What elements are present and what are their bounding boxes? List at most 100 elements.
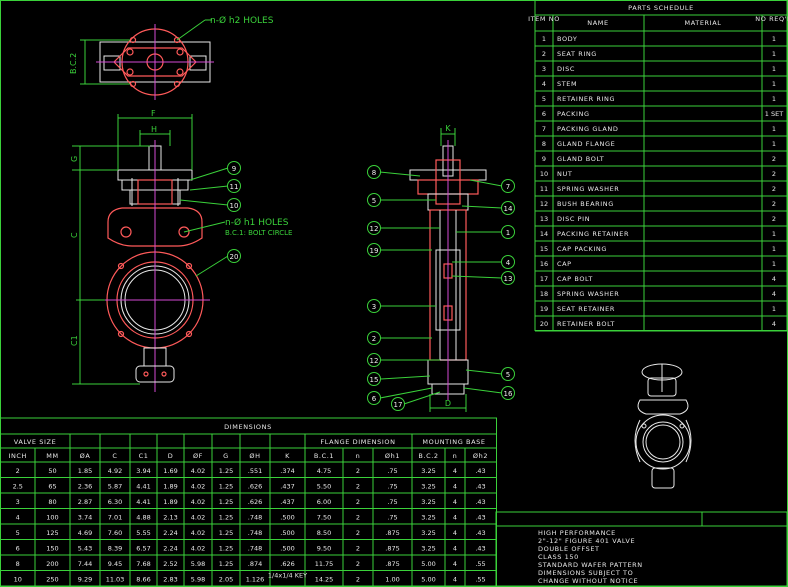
dimension-cell: 9.45: [108, 560, 122, 568]
item-no-cell: 7: [542, 125, 546, 133]
dimension-cell: 2: [356, 545, 360, 553]
dimension-cell: .43: [475, 529, 485, 537]
item-no-cell: 3: [542, 65, 546, 73]
dimension-cell: .875: [385, 529, 399, 537]
dimension-cell: 6.57: [136, 545, 150, 553]
dimension-cell: 5.00: [421, 560, 435, 568]
dimension-cell: 4.02: [191, 514, 205, 522]
qty-cell: 1: [772, 260, 776, 268]
dimension-cell: .75: [387, 467, 397, 475]
dimension-cell: 3.25: [421, 483, 435, 491]
dimension-cell: 4.02: [191, 529, 205, 537]
balloon: 20: [227, 249, 241, 263]
dimension-cell: 4: [453, 514, 457, 522]
dimensions-title: DIMENSIONS: [224, 423, 272, 431]
qty-cell: 1: [772, 245, 776, 253]
dimension-cell: 2.36: [78, 483, 92, 491]
balloon: 14: [501, 201, 515, 215]
dimension-column-header: n: [356, 452, 361, 460]
item-no-cell: 17: [540, 275, 548, 283]
dimension-cell: 3.25: [421, 467, 435, 475]
part-name-cell: SPRING WASHER: [557, 185, 619, 193]
part-name-cell: GLAND FLANGE: [557, 140, 615, 148]
balloon: 8: [367, 165, 381, 179]
svg-text:11: 11: [230, 183, 239, 191]
qty-cell: 1: [772, 80, 776, 88]
balloon: 7: [501, 179, 515, 193]
dimension-cell: 3.25: [421, 514, 435, 522]
dimension-cell: .874: [248, 560, 262, 568]
g-dimension-label: G: [70, 156, 79, 162]
svg-text:14: 14: [504, 205, 513, 213]
balloon: 19: [367, 243, 381, 257]
dimension-cell: .437: [280, 498, 294, 506]
part-name-cell: SEAT RETAINER: [557, 305, 615, 313]
item-no-cell: 1: [542, 35, 546, 43]
item-no-cell: 12: [540, 200, 548, 208]
dimension-cell: .626: [248, 483, 262, 491]
dimension-cell: .551: [248, 467, 262, 475]
top-view: [80, 19, 214, 100]
dimension-cell: 4.02: [191, 483, 205, 491]
dimension-column-header: ØH: [249, 452, 260, 460]
dimension-cell: 3.94: [136, 467, 150, 475]
dimension-cell: .875: [385, 545, 399, 553]
dimension-cell: 200: [46, 560, 58, 568]
dimension-cell: .437: [280, 483, 294, 491]
dimension-cell: 6: [16, 545, 20, 553]
dimension-cell: .75: [387, 498, 397, 506]
dimension-cell: 7.01: [108, 514, 122, 522]
qty-cell: 1: [772, 125, 776, 133]
balloon: 6: [367, 391, 381, 405]
qty-cell: 1: [772, 305, 776, 313]
dimension-column-header: ØA: [80, 452, 91, 460]
item-no-cell: 2: [542, 50, 546, 58]
dimension-cell: 4.92: [108, 467, 122, 475]
item-no-cell: 6: [542, 110, 546, 118]
dimension-column-header: G: [223, 452, 229, 460]
svg-text:8: 8: [372, 169, 376, 177]
dimension-cell: 2: [356, 529, 360, 537]
k-dimension-label: K: [445, 124, 451, 133]
bolt-circle-callout: B.C.1: BOLT CIRCLE: [225, 229, 292, 237]
part-name-cell: RETAINER BOLT: [557, 320, 615, 328]
dimension-cell: 2.24: [163, 529, 177, 537]
svg-text:13: 13: [504, 275, 513, 283]
dimension-cell: 4.02: [191, 467, 205, 475]
dimension-cell: 4.02: [191, 498, 205, 506]
qty-header: NO REQ'D: [755, 15, 788, 23]
front-view: [72, 114, 229, 392]
dimension-cell: 3: [16, 498, 20, 506]
balloon: 11: [227, 179, 241, 193]
dimension-cell: 2: [356, 560, 360, 568]
dimension-cell: 11.03: [106, 576, 125, 584]
svg-text:7: 7: [506, 183, 510, 191]
dimension-cell: 2.5: [13, 483, 23, 491]
part-name-cell: SPRING WASHER: [557, 290, 619, 298]
item-no-cell: 8: [542, 140, 546, 148]
svg-text:20: 20: [230, 253, 239, 261]
dimension-cell: .626: [248, 498, 262, 506]
item-no-cell: 15: [540, 245, 548, 253]
dimension-cell: 2: [356, 467, 360, 475]
dimension-cell: 3.25: [421, 529, 435, 537]
parts-schedule-table: PARTS SCHEDULE ITEM NO NAME MATERIAL NO …: [528, 0, 788, 332]
dimension-cell: 80: [48, 498, 56, 506]
dimension-cell: 5: [16, 529, 20, 537]
dimension-cell: 3.25: [421, 498, 435, 506]
balloon: 15: [367, 372, 381, 386]
dimension-cell: 1.00: [385, 576, 399, 584]
svg-text:19: 19: [370, 247, 379, 255]
svg-text:3: 3: [372, 303, 376, 311]
qty-cell: 1: [772, 50, 776, 58]
dimension-cell: .748: [248, 545, 262, 553]
